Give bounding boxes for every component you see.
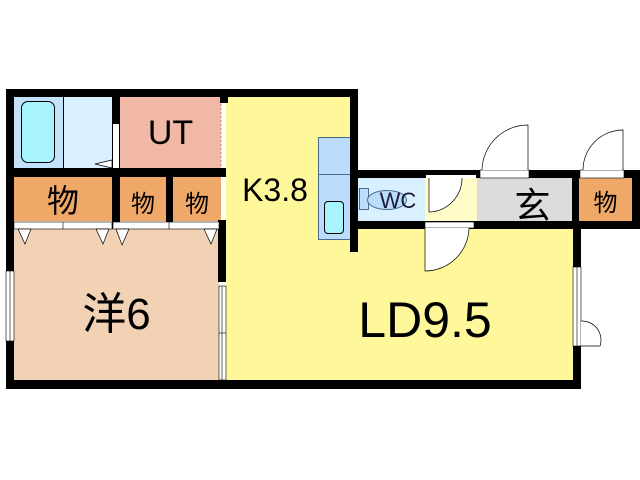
balcony-door-swing [580, 320, 602, 347]
storage-left-small-1-label: 物 [131, 190, 155, 218]
bathtub [21, 101, 55, 163]
wall-ut-right-top [220, 89, 228, 103]
kitchen-sink [324, 201, 344, 234]
entrance-door-frame [479, 169, 530, 179]
room-entrance [477, 178, 572, 221]
wall-wc-bottom [350, 221, 640, 229]
storage-left-large-label: 物 [46, 183, 79, 219]
wc-door-swing [428, 177, 463, 213]
bathroom-wash-area [64, 97, 112, 168]
room-living-dining [226, 229, 573, 380]
room-kitchen-label: K3.8 [242, 171, 308, 208]
wall-ut-bottom [6, 168, 226, 177]
wall-bottom [6, 380, 581, 389]
storage-door-swing [582, 129, 624, 171]
room-wc-label: WC [379, 188, 417, 213]
storage-door-frame [579, 169, 625, 179]
bath-door-arrow [94, 159, 113, 169]
entrance-door-swing [481, 124, 529, 171]
room-living-dining-label: LD9.5 [358, 292, 492, 348]
closet-arrow [95, 228, 110, 245]
closet-door-right [112, 221, 220, 230]
ld-door-swing [424, 227, 470, 272]
storage-left-small-2 [173, 177, 221, 221]
ld-door-frame [424, 221, 475, 229]
toilet-bowl [367, 190, 407, 210]
storage-left-large [14, 177, 112, 221]
room-ut-label: UT [147, 113, 194, 152]
storage-left-small-1 [120, 177, 166, 221]
wall-storage-right [632, 170, 640, 229]
room-ut [120, 97, 221, 168]
closet-arrow [203, 228, 218, 245]
closet-arrow [17, 228, 32, 245]
closet-arrow [115, 228, 130, 246]
wall-storage-divider [572, 170, 579, 229]
room-entrance-label: 玄 [514, 185, 551, 226]
wall-left [6, 89, 14, 389]
room-western [14, 229, 219, 380]
wall-top-kitchen [220, 89, 358, 97]
room-western-label: 洋6 [82, 290, 151, 339]
wall-western-right [218, 220, 226, 282]
storage-entrance-label: 物 [593, 190, 618, 217]
bath-door-frame [113, 124, 119, 168]
storage-entrance [579, 178, 632, 221]
storage-left-small-2-label: 物 [185, 190, 209, 218]
wall-bath-tub-line [63, 97, 64, 168]
kitchen-counter-divider [318, 174, 351, 175]
wall-storage-small-divider [166, 177, 173, 229]
